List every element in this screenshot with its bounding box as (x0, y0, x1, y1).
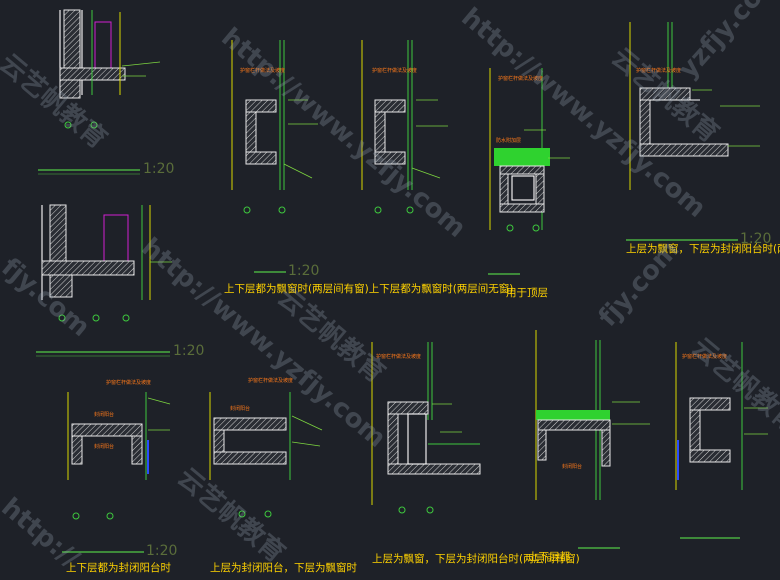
note-12: 封闭阳台 (230, 405, 250, 412)
scale-label-2: 1:20 (173, 343, 204, 359)
note-1: 护窗栏杆做法及坡度 (240, 67, 285, 74)
detail-closed-balcony-both (67, 392, 171, 520)
note-13: 封闭阳台 (562, 463, 582, 470)
detail-both-closed (535, 330, 650, 500)
detail-left-middle (41, 204, 172, 322)
scale-label-4: 1:20 (740, 231, 771, 247)
watermark-brand-1: 云艺帆教育 (0, 48, 113, 155)
caption-both-closed: 上下层都 (528, 551, 570, 563)
caption-balcony-over-bay: 上层为封闭阳台，下层为飘窗时 (210, 561, 357, 574)
detail-bay-window-1 (231, 40, 318, 214)
note-10: 封闭阳台 (94, 411, 114, 418)
caption-bay-over-balcony-window: 上层为飘窗，下层为封闭阳台时(两层间有窗) (372, 552, 580, 565)
note-4: 防水附加层 (496, 137, 521, 144)
watermark-url-5: http:// (0, 492, 85, 574)
caption-top-floor: 用于顶层 (506, 287, 548, 299)
note-6: 护窗栏杆做法及坡度 (106, 379, 151, 386)
scale-label-5: 1:20 (146, 543, 177, 559)
caption-bay-window-both: 上下层都为飘窗时(两层间有窗)上下层都为飘窗时(两层间无窗) (224, 282, 513, 295)
note-5: 护窗栏杆做法及坡度 (636, 67, 681, 74)
detail-bay-over-balcony-window (371, 342, 481, 514)
scale-titles: 1:20 1:20 1:20 1:20 1:20 (36, 161, 771, 559)
detail-balcony-over-bay (209, 392, 323, 518)
detail-bay-window-2 (361, 40, 448, 214)
caption-both-closed-balcony: 上下层都为封闭阳台时 (66, 561, 171, 574)
note-7: 护窗栏杆做法及坡度 (248, 377, 293, 384)
detail-top-right (629, 22, 760, 190)
note-8: 护窗栏杆做法及坡度 (376, 353, 421, 360)
scale-label-3: 1:20 (288, 263, 319, 279)
note-11: 封闭阳台 (94, 443, 114, 450)
note-3: 护窗栏杆做法及坡度 (498, 75, 543, 82)
detail-notes: 护窗栏杆做法及坡度 护窗栏杆做法及坡度 护窗栏杆做法及坡度 防水附加层 护窗栏杆… (94, 67, 727, 470)
detail-top-floor (489, 68, 570, 232)
caption-bay-over-balcony: 上层为飘窗，下层为封闭阳台时(两层 (626, 242, 780, 255)
scale-label-1: 1:20 (143, 161, 174, 177)
note-9: 护窗栏杆做法及坡度 (682, 353, 727, 360)
note-2: 护窗栏杆做法及坡度 (372, 67, 417, 74)
captions: 上下层都为飘窗时(两层间有窗)上下层都为飘窗时(两层间无窗) 用于顶层 上层为飘… (66, 242, 780, 574)
watermark-brand-4: 云艺帆教育 (172, 462, 292, 569)
watermark-url-4: yzfjy.com (673, 0, 780, 85)
detail-bay-window-4 (675, 342, 768, 490)
detail-top-left (59, 9, 161, 129)
